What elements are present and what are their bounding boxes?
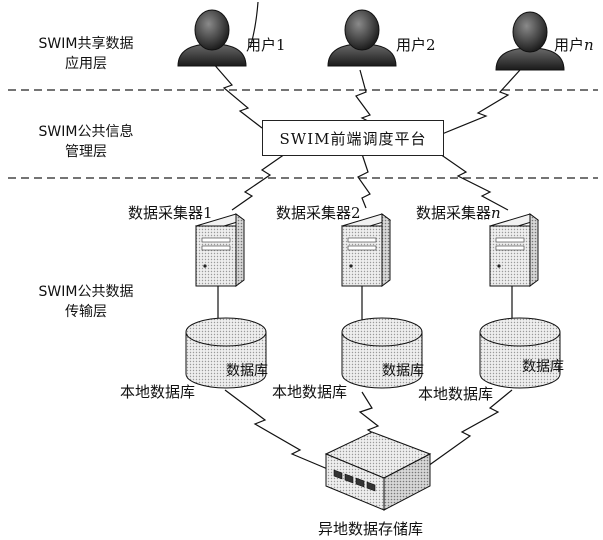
user-n-label: 用户n — [554, 36, 594, 54]
user-2-label: 用户2 — [396, 36, 436, 54]
collector-2-label: 数据采集器2 — [276, 204, 361, 222]
user-2-label-prefix: 用户 — [396, 36, 427, 54]
collector-2-label-prefix: 数据采集器 — [276, 204, 352, 222]
layer-label-transport-line1: SWIM公共数据 — [38, 284, 134, 300]
user-1-label-index: 1 — [276, 36, 286, 54]
user-1-icon — [177, 9, 247, 67]
link-db1-remote — [224, 389, 331, 471]
layer-label-application-line1: SWIM共享数据 — [38, 36, 134, 52]
user-1-label-prefix: 用户 — [246, 36, 277, 54]
remote-storage-icon — [324, 431, 432, 511]
database-1-icon — [185, 317, 267, 389]
local-db-2-label: 本地数据库 — [272, 383, 348, 401]
user-n-label-index: n — [584, 36, 594, 54]
collector-1-label-prefix: 数据采集器 — [128, 204, 204, 222]
link-platform-collector2 — [357, 153, 371, 209]
layer-label-management-line2: 管理层 — [65, 144, 107, 160]
top-curve — [249, 1, 259, 49]
layer-label-management: SWIM公共信息 管理层 — [22, 122, 150, 162]
database-n-label: 数据库 — [522, 359, 564, 375]
link-user2-platform — [355, 69, 371, 123]
layer-label-management-line1: SWIM公共信息 — [38, 124, 134, 140]
layer-label-transport-line2: 传输层 — [65, 304, 107, 320]
collector-n-label-index: n — [491, 204, 501, 222]
layer-label-application-line2: 应用层 — [65, 56, 107, 72]
front-end-scheduling-platform: SWIM前端调度平台 — [262, 120, 444, 156]
link-platform-collector1 — [231, 153, 286, 211]
user-n-icon — [495, 11, 565, 71]
layer-label-application: SWIM共享数据 应用层 — [22, 34, 150, 74]
local-db-1-label: 本地数据库 — [120, 383, 196, 401]
user-2-icon — [327, 9, 397, 67]
collector-2-server-icon — [340, 213, 392, 287]
layer-label-transport: SWIM公共数据 传输层 — [22, 282, 150, 322]
collector-1-label-index: 1 — [203, 204, 213, 222]
database-1-label: 数据库 — [226, 363, 268, 379]
database-2-label: 数据库 — [382, 363, 424, 379]
collector-n-label: 数据采集器n — [416, 204, 501, 222]
link-usern-platform — [441, 69, 521, 135]
database-n-icon — [479, 317, 561, 389]
collector-2-label-index: 2 — [351, 204, 361, 222]
user-n-label-prefix: 用户 — [554, 36, 585, 54]
database-2-icon — [341, 317, 423, 389]
platform-label: SWIM前端调度平台 — [279, 129, 427, 148]
collector-n-server-icon — [488, 213, 540, 287]
link-dbn-remote — [427, 389, 513, 467]
remote-storage-label: 异地数据存储库 — [318, 520, 424, 538]
user-2-label-index: 2 — [426, 36, 436, 54]
link-user1-platform — [211, 61, 263, 129]
local-db-n-label: 本地数据库 — [418, 385, 494, 403]
collector-1-label: 数据采集器1 — [128, 204, 213, 222]
user-1-label: 用户1 — [246, 36, 286, 54]
link-db2-remote — [358, 391, 380, 437]
collector-n-label-prefix: 数据采集器 — [416, 204, 492, 222]
link-platform-collectorn — [439, 153, 509, 211]
collector-1-server-icon — [194, 213, 246, 287]
